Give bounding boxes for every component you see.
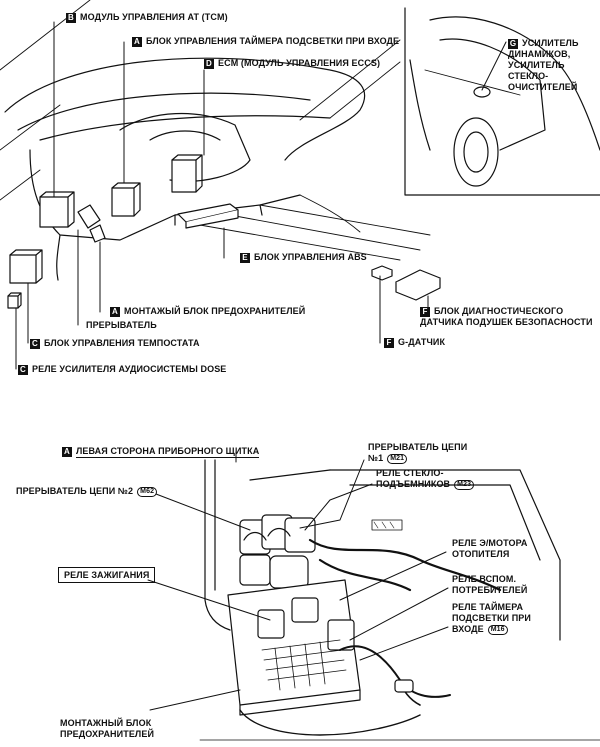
label-ignition-relay: РЕЛЕ ЗАЖИГАНИЯ bbox=[58, 567, 156, 583]
ecm-module bbox=[171, 154, 203, 193]
car-rear-inset bbox=[404, 7, 600, 196]
timer-control-unit bbox=[111, 182, 141, 217]
label-breaker: ПРЕРЫВАТЕЛЬ bbox=[86, 320, 157, 330]
badge-b: B bbox=[66, 12, 76, 23]
top-leader-lines bbox=[15, 21, 507, 370]
badge-a-left: A bbox=[62, 446, 72, 457]
connector-m21: M21 bbox=[387, 453, 408, 464]
badge-a: A bbox=[132, 36, 142, 47]
connector-m62: M62 bbox=[137, 486, 158, 497]
badge-f: F bbox=[420, 307, 430, 317]
abs-unit bbox=[177, 203, 239, 229]
label-blower-relay: РЕЛЕ Э/МОТОРА ОТОПИТЕЛЯ bbox=[452, 538, 528, 559]
badge-c: C bbox=[30, 338, 40, 349]
airbag-diagnosis-unit bbox=[395, 269, 441, 301]
badge-f-g: F bbox=[384, 337, 394, 348]
badge-d: D bbox=[204, 58, 214, 69]
relay-area-illustration bbox=[199, 459, 600, 741]
badge-g: G bbox=[508, 39, 518, 49]
connector-m16: M16 bbox=[487, 624, 508, 635]
label-fuse-block-bottom: МОНТАЖНЫЙ БЛОК ПРЕДОХРАНИТЕЛЕЙ bbox=[60, 718, 155, 739]
badge-a-fuse: A bbox=[110, 306, 120, 317]
thermostat-unit bbox=[9, 249, 43, 284]
bottom-leader-lines bbox=[147, 451, 449, 711]
badge-c-dose: C bbox=[18, 364, 28, 375]
label-acc-relay: РЕЛЕ ВСПОМ. ПОТРЕБИТЕЛЕЙ bbox=[452, 574, 528, 595]
g-sensor bbox=[371, 265, 393, 281]
fuse-block-top bbox=[77, 204, 106, 243]
badge-e: E bbox=[240, 252, 250, 263]
dashboard-illustration bbox=[0, 0, 431, 281]
dose-relay bbox=[7, 292, 22, 309]
tcm-module bbox=[39, 191, 75, 228]
connector-m23: M23 bbox=[454, 479, 475, 490]
